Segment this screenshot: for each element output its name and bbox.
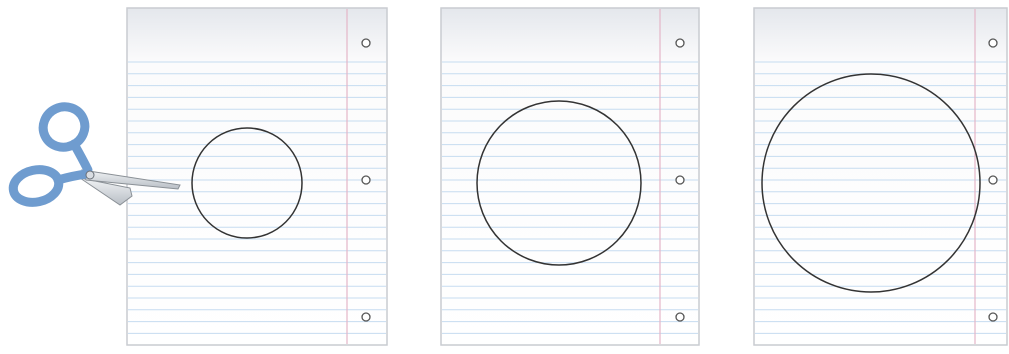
paper-sheet-2 [441, 8, 699, 345]
scissors-handle-lower [10, 166, 62, 207]
binder-hole [989, 313, 997, 321]
sheet-background [127, 8, 387, 345]
binder-hole [362, 39, 370, 47]
scissors-pivot [86, 171, 94, 179]
binder-hole [676, 313, 684, 321]
scissors-shank-lower [58, 174, 86, 180]
binder-hole [989, 39, 997, 47]
binder-hole [362, 313, 370, 321]
sheet-background [754, 8, 1007, 345]
binder-hole [676, 39, 684, 47]
paper-sheet-1 [127, 8, 387, 345]
scissors-shank-upper [74, 144, 88, 170]
binder-hole [676, 176, 684, 184]
binder-hole [362, 176, 370, 184]
scissors-handle-upper [37, 100, 92, 154]
binder-hole [989, 176, 997, 184]
paper-sheet-3 [754, 8, 1007, 345]
